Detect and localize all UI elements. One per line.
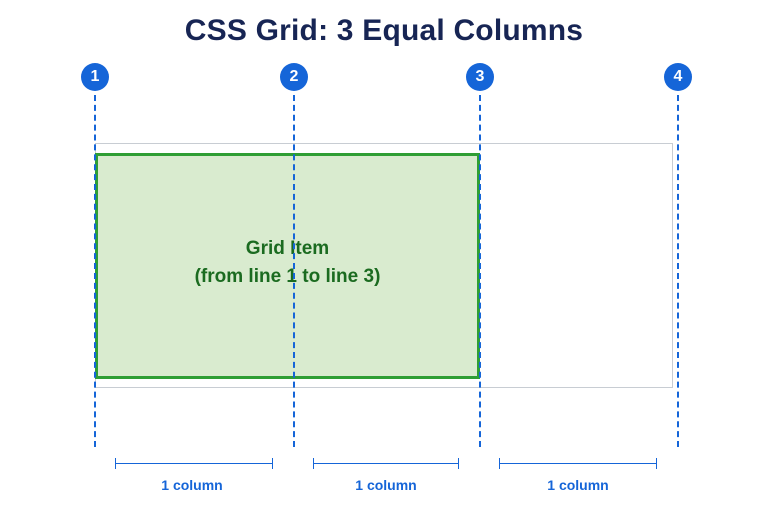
grid-item: Grid Item (from line 1 to line 3) <box>95 153 480 379</box>
grid-line-1 <box>94 95 96 447</box>
grid-line-marker-4: 4 <box>664 63 692 91</box>
grid-item-placement: (from line 1 to line 3) <box>194 266 381 287</box>
column-span-label-2: 1 column <box>355 477 417 493</box>
grid-line-marker-3: 3 <box>466 63 494 91</box>
column-span-label-3: 1 column <box>547 477 609 493</box>
column-span-cap <box>458 458 459 469</box>
column-span-cap <box>272 458 273 469</box>
grid-line-4 <box>677 95 679 447</box>
column-span-cap <box>656 458 657 469</box>
diagram-title: CSS Grid: 3 Equal Columns <box>184 14 584 47</box>
column-span-cap <box>499 458 500 469</box>
column-span-bracket-3 <box>499 463 657 464</box>
grid-item-label: Grid Item <box>245 238 330 259</box>
grid-line-marker-2: 2 <box>280 63 308 91</box>
column-span-bracket-2 <box>313 463 459 464</box>
grid-line-3 <box>479 95 481 447</box>
column-span-bracket-1 <box>115 463 273 464</box>
grid-line-2 <box>293 95 295 447</box>
column-span-cap <box>313 458 314 469</box>
column-span-cap <box>115 458 116 469</box>
column-span-label-1: 1 column <box>161 477 223 493</box>
grid-line-marker-1: 1 <box>81 63 109 91</box>
